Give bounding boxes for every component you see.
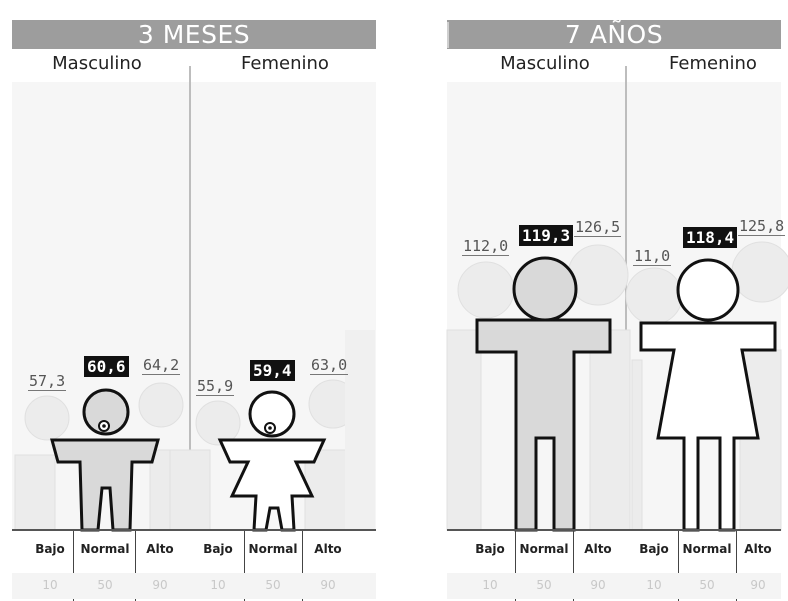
faded-body-m-low [14,454,56,531]
category-alto: Alto [146,542,174,556]
gender-label-female: Femenino [241,53,329,74]
value-f-normal: 59,4 [250,360,295,381]
column-separator [135,531,136,601]
category-bajo: Bajo [639,542,669,556]
value-m-high: 126,5 [574,218,622,237]
female-baby-head [248,390,296,438]
percentile-90: 90 [590,578,606,592]
faded-head-f-high [731,241,788,303]
panel-7-anos: 7 AÑOS Masculino Femenino 112,0 119,3 12… [440,0,788,601]
male-baby-figure [50,388,160,532]
band-edge-mark [447,22,449,48]
gender-label-male: Masculino [52,53,142,74]
category-normal: Normal [80,542,130,556]
column-separator [678,531,679,601]
percentile-90: 90 [320,578,336,592]
gender-label-female: Femenino [669,53,757,74]
faded-body-f-low [631,359,643,531]
value-f-low: 55,9 [196,377,235,396]
percentile-10: 10 [210,578,226,592]
percentile-50: 50 [536,578,552,592]
category-bajo: Bajo [475,542,505,556]
value-m-normal: 60,6 [84,356,129,377]
column-separator [244,531,245,601]
column-separator [515,531,516,601]
female-baby-figure [217,390,327,532]
percentile-row [447,573,781,599]
percentile-10: 10 [646,578,662,592]
column-separator [736,531,737,601]
faded-body-m-low [446,329,482,531]
male-child-body [475,318,612,532]
category-alto: Alto [314,542,342,556]
gender-label-male: Masculino [500,53,590,74]
percentile-90: 90 [750,578,766,592]
faded-bar [345,330,375,530]
male-baby-head [82,388,130,436]
pacifier-center [268,426,272,430]
column-separator [573,531,574,601]
percentile-10: 10 [42,578,58,592]
percentile-50: 50 [699,578,715,592]
value-f-high: 125,8 [738,217,786,236]
figures-7-anos [446,241,788,532]
faded-head-m-high [138,382,184,428]
percentile-90: 90 [152,578,168,592]
figures-3-meses [14,330,375,532]
female-child-body [639,321,777,532]
percentile-row [12,573,376,599]
percentile-10: 10 [482,578,498,592]
category-normal: Normal [682,542,732,556]
faded-head-f-low [195,400,241,446]
faded-head-m-high [567,244,629,306]
female-child-figure [639,258,777,532]
pacifier-center [102,424,106,428]
male-child-figure [475,256,612,532]
age-band-title: 3 MESES [12,20,376,49]
column-separator [73,531,74,601]
column-separator [302,531,303,601]
value-f-high: 63,0 [310,356,349,375]
value-m-normal: 119,3 [519,225,574,246]
gender-divider [189,66,191,530]
age-band-title: 7 AÑOS [447,20,781,49]
value-f-normal: 118,4 [683,227,738,248]
category-normal: Normal [248,542,298,556]
category-bajo: Bajo [35,542,65,556]
faded-body-f-low [169,449,211,531]
value-m-low: 112,0 [462,237,510,256]
panel-3-meses: 3 MESES Masculino Femenino [0,0,380,601]
faded-head-m-low [457,261,515,319]
baseline [12,529,376,531]
percentile-50: 50 [97,578,113,592]
faded-body-m-high [589,329,631,531]
faded-head-f-low [625,267,683,325]
value-m-high: 64,2 [142,356,181,375]
female-child-head [676,258,740,322]
male-baby-body [50,438,160,532]
faded-head-m-low [24,395,70,441]
category-normal: Normal [519,542,569,556]
category-alto: Alto [744,542,772,556]
female-baby-body [217,438,327,532]
value-f-low: 11,0 [633,247,672,266]
faded-silhouettes [14,330,375,531]
male-child-head [512,256,578,322]
category-bajo: Bajo [203,542,233,556]
baseline [447,529,781,531]
value-m-low: 57,3 [28,372,67,391]
category-alto: Alto [584,542,612,556]
percentile-50: 50 [265,578,281,592]
